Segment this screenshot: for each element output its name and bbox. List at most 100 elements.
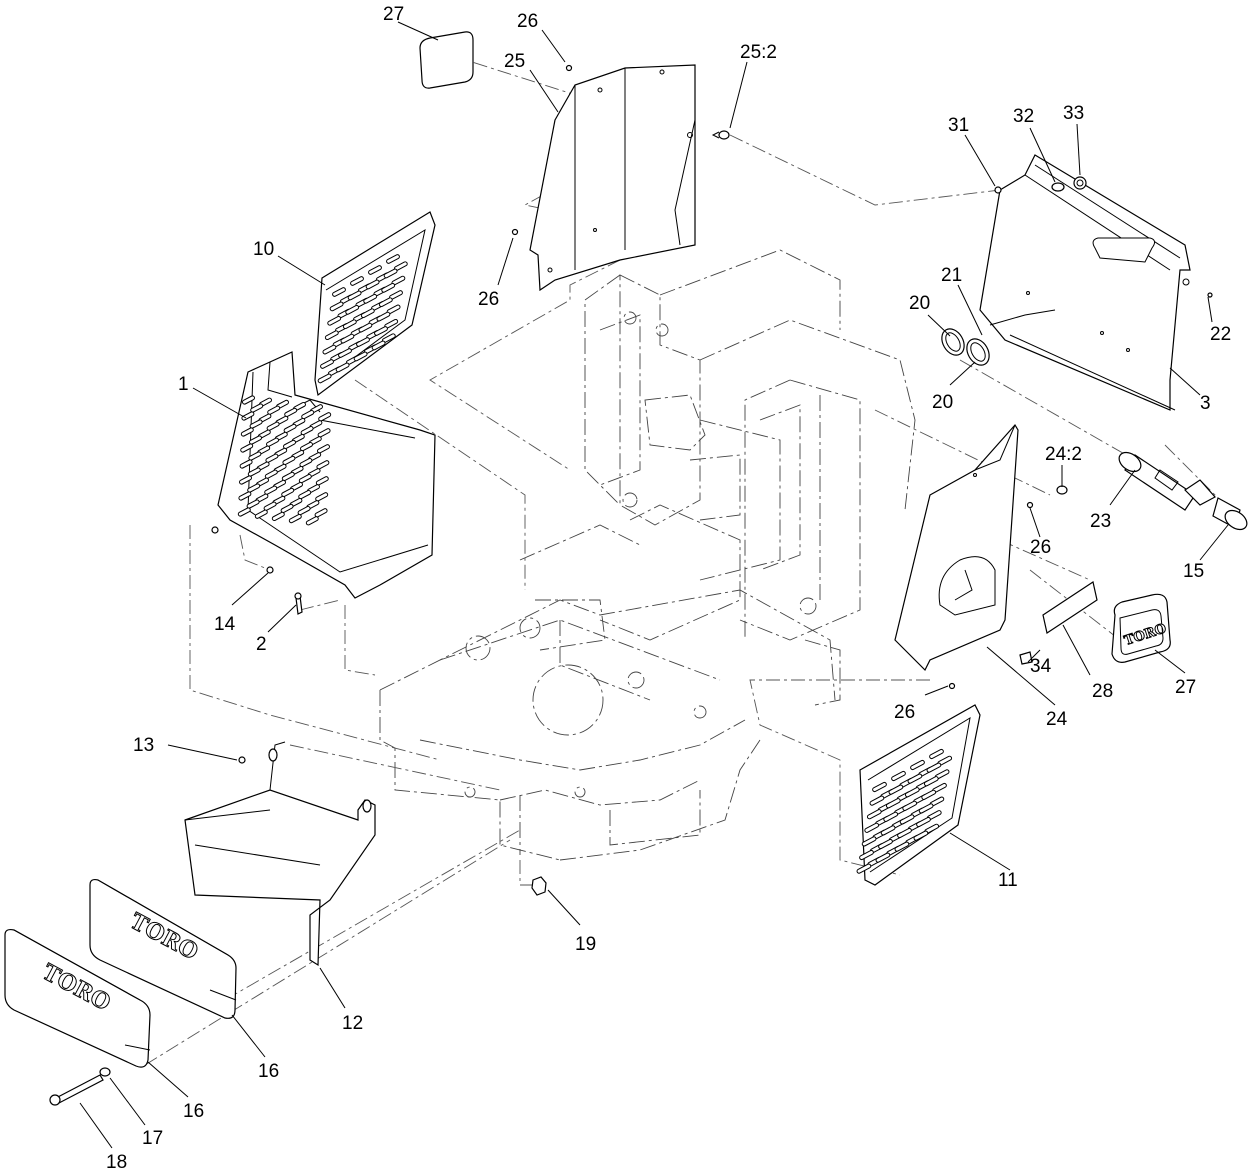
grille-slot [267, 405, 281, 415]
callout-20-lower: 20 [932, 392, 953, 413]
grille-slot [365, 279, 380, 290]
part-12-weight-bracket [184, 741, 376, 967]
callout-28: 28 [1092, 681, 1113, 702]
part-15-cap [1212, 497, 1248, 531]
grille-slot [315, 476, 329, 486]
grille-slot [875, 852, 891, 863]
grille-slot [929, 748, 944, 760]
grille-slot [266, 437, 279, 447]
part-24-side-panel [894, 423, 1068, 690]
callout-16-upper: 16 [258, 1061, 279, 1082]
part-1-front-grille [217, 351, 436, 599]
grille-slot [378, 297, 393, 308]
grille-slot [240, 443, 254, 453]
part-25-side-panel [529, 64, 696, 292]
grille-slot [878, 838, 893, 850]
grille-slot [305, 516, 319, 526]
callout-12: 12 [342, 1013, 363, 1034]
grille-slot [345, 304, 360, 315]
machine-frame [379, 249, 916, 861]
callout-26-mid: 26 [1030, 537, 1051, 558]
grille-slot [284, 407, 298, 418]
callout-26-lower: 26 [894, 702, 915, 723]
part-28-decal [1042, 581, 1098, 634]
grille-slot [298, 489, 312, 500]
grille-slot [376, 311, 391, 322]
grille-slot [856, 863, 872, 874]
grille-slot [317, 373, 332, 384]
callout-27-top: 27 [383, 4, 404, 25]
callout-10: 10 [253, 239, 274, 260]
grille-slot [247, 483, 261, 493]
grille-slot [242, 395, 255, 405]
grille-slot [281, 487, 295, 498]
grille-slot [249, 435, 262, 445]
callout-31: 31 [948, 115, 969, 136]
callout-11: 11 [998, 870, 1018, 891]
hardware-17-18 [49, 1067, 111, 1106]
grille-slot [859, 849, 874, 861]
callout-15: 15 [1183, 561, 1204, 582]
grille-slot [263, 501, 277, 511]
grille-slot [299, 457, 313, 468]
grille-slot [283, 439, 296, 450]
grille-slot [300, 425, 314, 436]
callout-34: 34 [1030, 656, 1052, 677]
grille-slot [332, 287, 346, 297]
grille-slot [926, 762, 942, 773]
leader-lines [79, 21, 1229, 1149]
grille-slot [249, 419, 263, 429]
callout-25: 25 [504, 51, 525, 72]
grille-slot [869, 795, 885, 806]
grille-slot [885, 798, 901, 809]
grille-slot [340, 333, 355, 344]
grille-slot [241, 411, 255, 421]
part-10-grille [314, 211, 436, 397]
callout-16-lower: 16 [183, 1101, 204, 1122]
grille-slot [315, 492, 329, 502]
grille-slot [866, 809, 882, 820]
grille-slot [899, 814, 915, 825]
grille-slot [902, 800, 918, 811]
callout-labels: 27 26 25 25:2 31 32 33 10 26 21 20 22 20… [106, 4, 1231, 1173]
grille-slot [248, 451, 262, 461]
part-11-grille [856, 704, 981, 886]
grille-slot [265, 453, 279, 463]
grille-slot [317, 428, 331, 438]
callout-23: 23 [1090, 511, 1111, 532]
grille-slot [338, 348, 352, 358]
callout-33: 33 [1063, 103, 1084, 124]
grille-slot [910, 759, 925, 771]
part-27-blank-decal [419, 31, 474, 89]
part-27-toro-decal: TORO [1111, 593, 1171, 663]
grille-slot [381, 282, 396, 293]
grille-slot [314, 508, 328, 518]
grille-slot [368, 265, 382, 275]
hardware-19-nut [531, 876, 547, 896]
grille-slot [283, 423, 297, 434]
grille-slot [888, 784, 904, 795]
grille-slot [288, 513, 302, 524]
grille-slot [891, 770, 906, 782]
grille-slot [386, 254, 400, 264]
grille-slot [271, 511, 285, 522]
grille-slot [872, 781, 887, 793]
grille-slot [327, 315, 342, 326]
grille-slot [897, 827, 912, 839]
callout-1: 1 [178, 374, 189, 395]
grille-slot [246, 499, 260, 509]
grille-slot [247, 467, 261, 477]
grille-slot [329, 301, 344, 312]
callout-25-2: 25:2 [740, 42, 777, 63]
grille-slot [342, 319, 357, 330]
grille-slot [239, 459, 253, 469]
callout-2: 2 [256, 634, 267, 655]
callout-14: 14 [214, 614, 236, 635]
grille-slot [301, 409, 315, 420]
grille-slot [363, 293, 378, 304]
grille-slot [318, 412, 332, 422]
part-16-weight-back: TORO [89, 878, 237, 1019]
part-23-tube [1118, 451, 1216, 511]
callout-24: 24 [1046, 709, 1068, 730]
callout-32: 32 [1013, 106, 1034, 127]
